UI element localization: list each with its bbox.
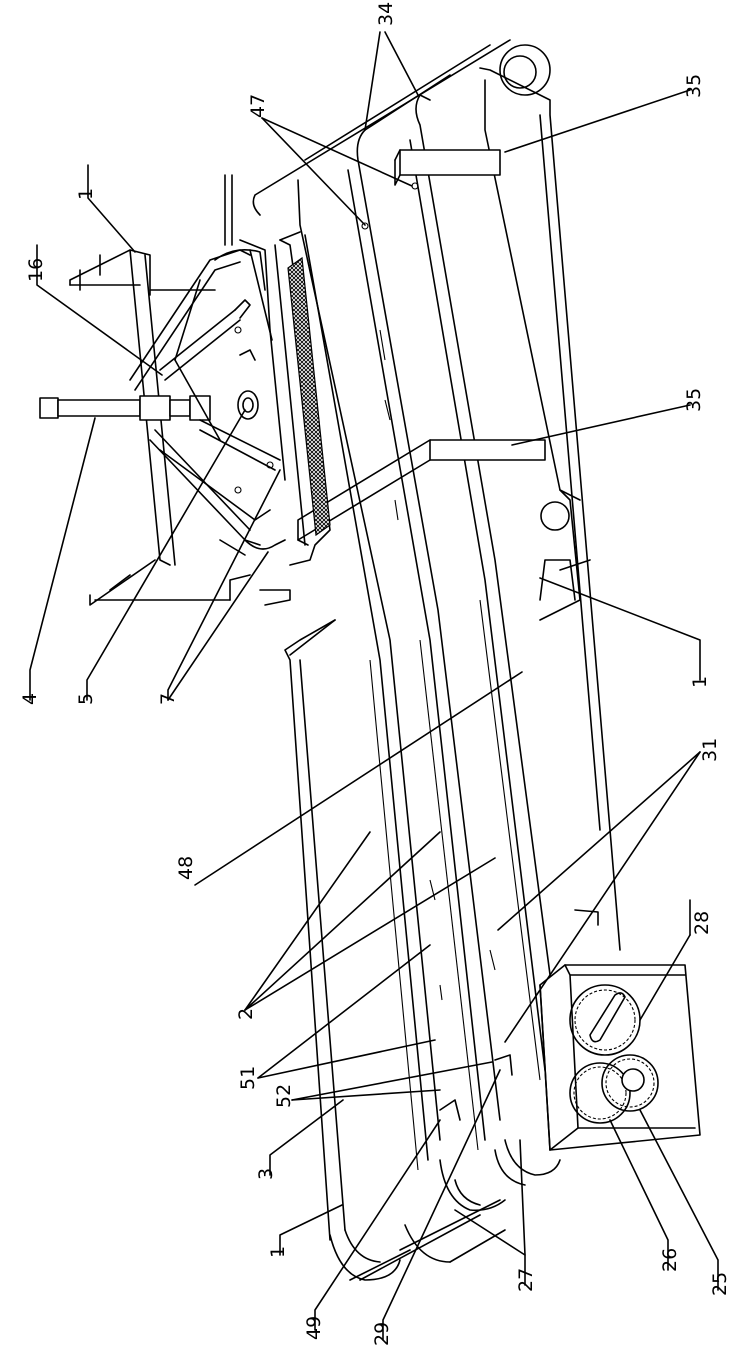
- main-frame: [253, 40, 620, 950]
- ref-48: 48: [175, 856, 197, 880]
- ref-16: 16: [25, 258, 47, 282]
- ref-31: 31: [699, 738, 721, 762]
- ref-35-mid: 35: [683, 388, 705, 412]
- ref-25: 25: [709, 1272, 731, 1296]
- ref-49: 49: [303, 1316, 325, 1340]
- ref-5: 5: [75, 693, 97, 705]
- ref-1-right: 1: [689, 676, 711, 688]
- column: [40, 391, 258, 420]
- gearbox: [540, 965, 700, 1150]
- ref-7: 7: [157, 693, 179, 705]
- ref-4: 4: [19, 693, 41, 705]
- conveyor-belts: [298, 45, 560, 1170]
- ref-51: 51: [237, 1066, 259, 1090]
- ref-1-bottom: 1: [267, 1246, 289, 1258]
- ref-2: 2: [235, 1008, 257, 1020]
- ref-3: 3: [255, 1168, 277, 1180]
- ref-29: 29: [371, 1322, 393, 1346]
- filter-mesh: [275, 232, 330, 565]
- ref-1-top: 1: [75, 188, 97, 200]
- side-rail: [285, 620, 345, 1240]
- ref-52: 52: [273, 1084, 295, 1108]
- ref-28: 28: [691, 911, 713, 935]
- ref-26: 26: [659, 1248, 681, 1272]
- ref-27: 27: [515, 1268, 537, 1292]
- left-stand: [70, 250, 290, 605]
- ref-35-top: 35: [683, 74, 705, 98]
- ref-34: 34: [375, 2, 397, 26]
- reference-labels: 34 35 47 1 16 35 4 5 7 1 48 31 28 2 51 5…: [19, 2, 731, 1346]
- ref-47: 47: [247, 94, 269, 118]
